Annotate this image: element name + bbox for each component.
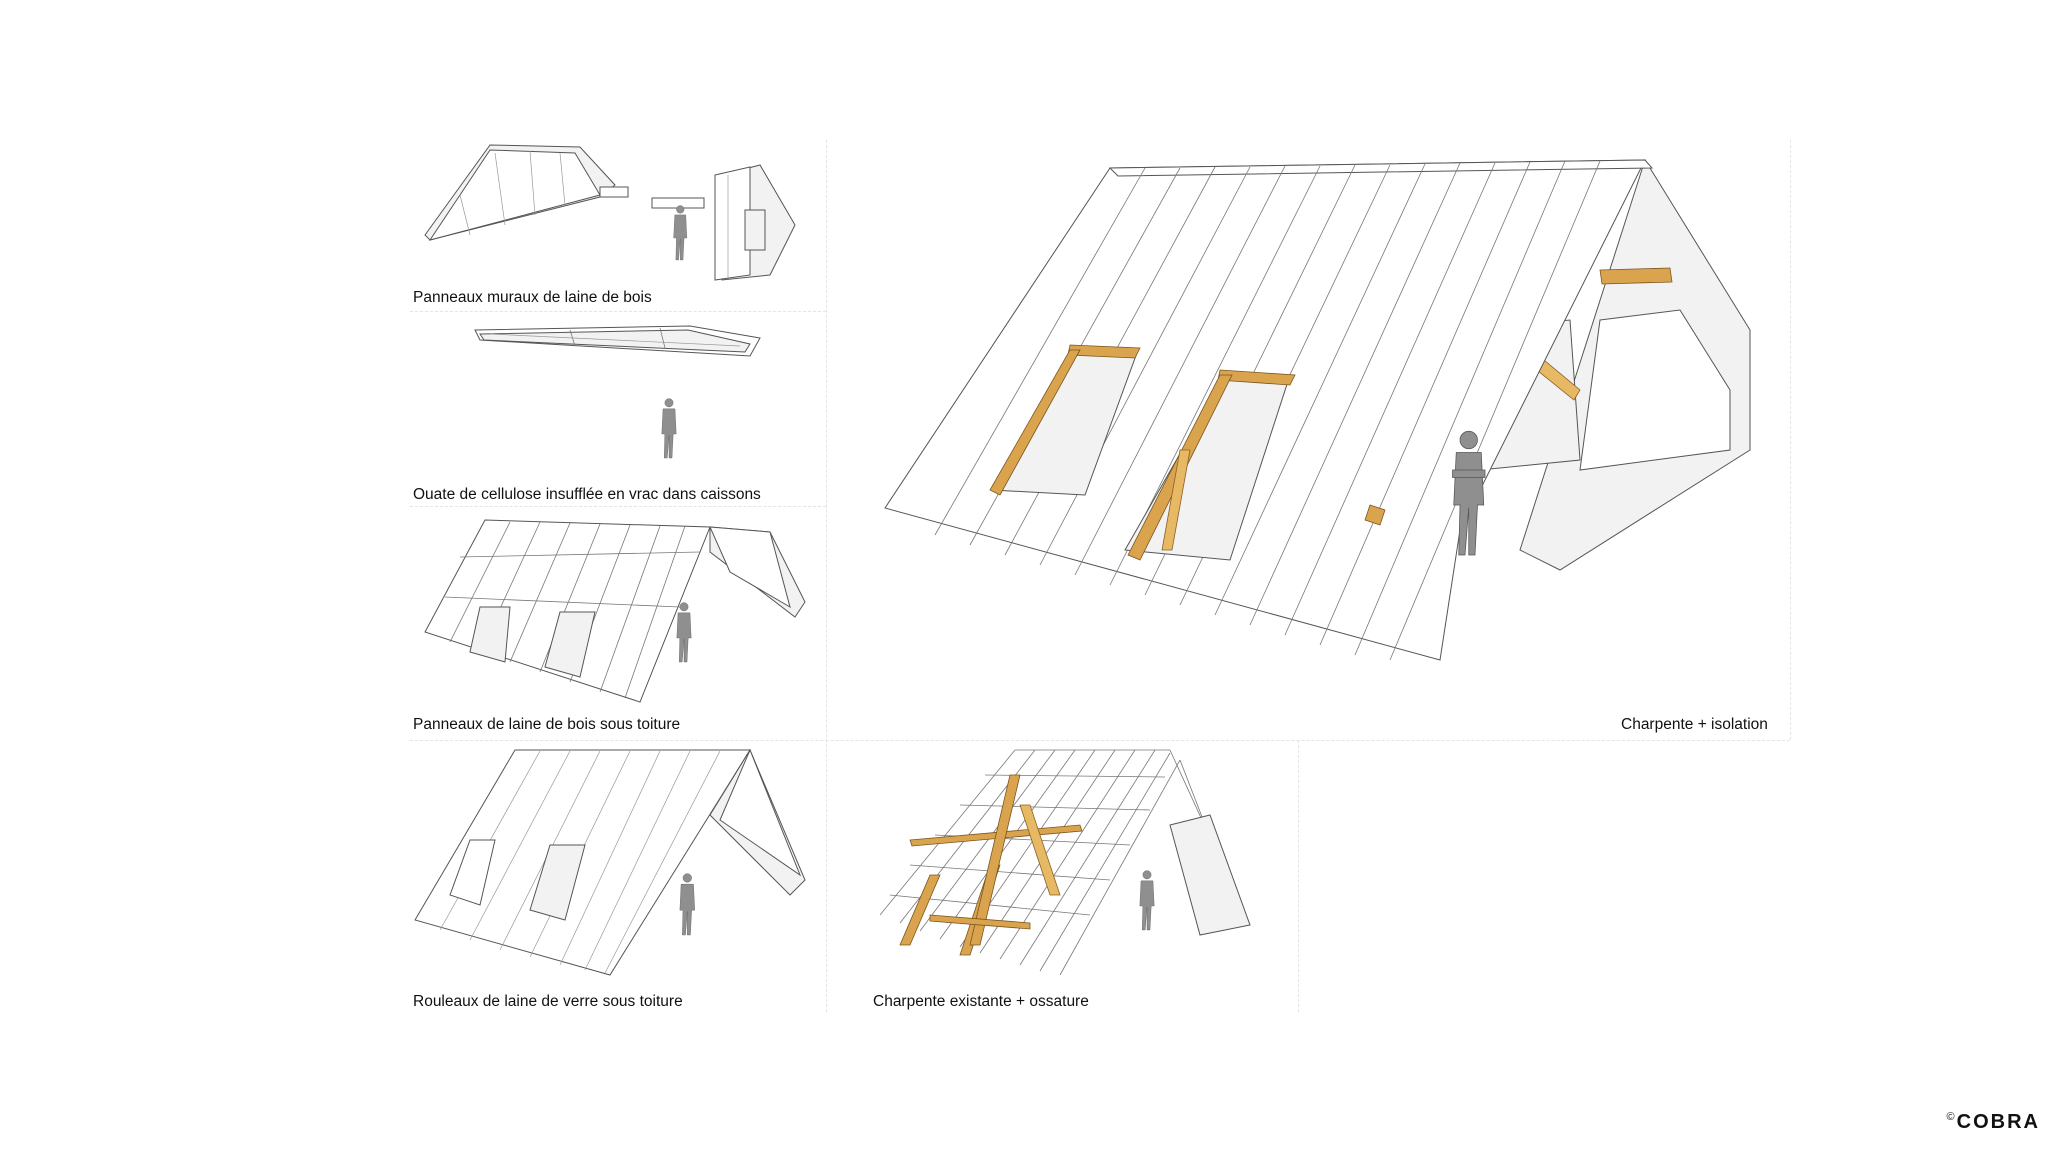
person-figure-icon <box>1452 430 1486 556</box>
person-figure-icon <box>673 205 688 261</box>
roof-panels-illustration <box>424 519 806 703</box>
panel-cellulose <box>410 318 810 478</box>
panel-frame-insulation <box>880 150 1780 670</box>
existing-frame-illustration <box>879 749 1251 976</box>
person-figure-icon <box>1139 870 1155 931</box>
frame-insulation-illustration <box>884 158 1751 661</box>
copyright-symbol: © <box>1946 1111 1957 1123</box>
label-glass-wool: Rouleaux de laine de verre sous toiture <box>413 993 683 1010</box>
panel-wall-panels <box>410 135 810 305</box>
person-figure-icon <box>661 398 677 459</box>
brand-name: COBRA <box>1956 1111 2040 1133</box>
divider-row-3 <box>410 740 1790 741</box>
label-cellulose: Ouate de cellulose insufflée en vrac dan… <box>413 486 761 503</box>
glass-wool-illustration <box>414 748 806 976</box>
person-figure-icon <box>676 602 692 663</box>
label-existing-frame: Charpente existante + ossature <box>873 993 1089 1010</box>
divider-left-column <box>826 140 827 1012</box>
label-wall-panels: Panneaux muraux de laine de bois <box>413 289 652 306</box>
label-frame-insulation: Charpente + isolation <box>1621 716 1768 733</box>
divider-row-1 <box>410 311 826 312</box>
panel-glass-wool <box>410 745 810 985</box>
person-figure-icon <box>679 873 695 936</box>
cellulose-illustration <box>474 325 761 459</box>
credit-logo: ©COBRA <box>1947 1111 2040 1134</box>
label-roof-panels: Panneaux de laine de bois sous toiture <box>413 716 681 733</box>
wall-panels-illustration <box>424 144 796 281</box>
panel-roof-panels <box>410 512 810 712</box>
divider-bottom-middle <box>1298 740 1299 1012</box>
divider-right-edge <box>1790 140 1791 740</box>
divider-row-2 <box>410 506 826 507</box>
panel-existing-frame <box>870 745 1270 985</box>
